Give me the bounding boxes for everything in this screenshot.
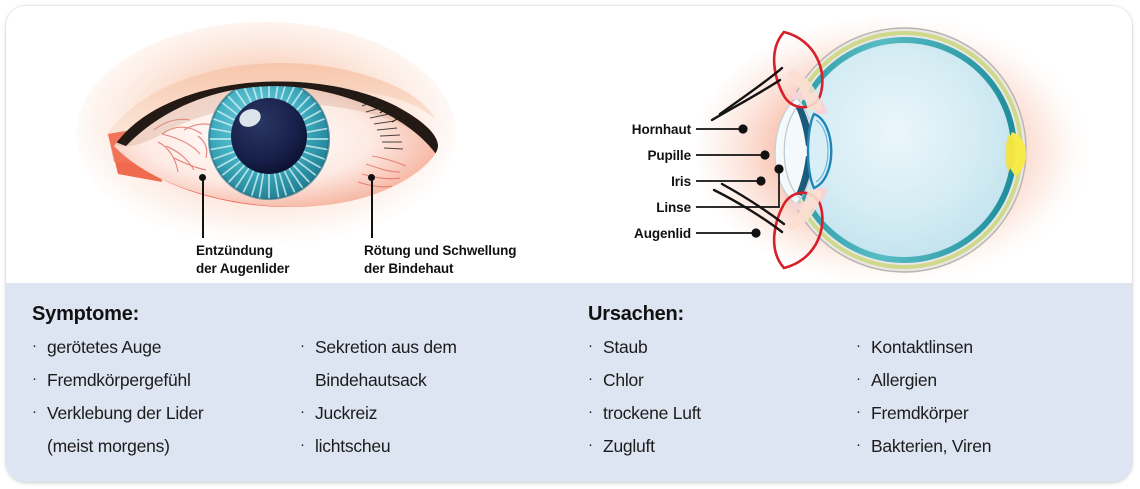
bullet: · [588,435,593,453]
callout-entzuendung-line1: Entzündung [196,243,273,258]
info-panel [6,283,1132,482]
list-item: · Fremdkörper [856,397,1124,430]
corneal-highlight [239,109,261,127]
list-item-label: Zugluft [603,435,655,456]
ursachen-group: Ursachen: · Staub · Chlor · trockene Luf… [588,303,1128,463]
cornea-inner-curve [783,103,801,199]
bullet: · [32,369,37,387]
list-item: · Chlor [588,364,856,397]
bullet: · [300,402,305,420]
list-item-continuation: · (meist morgens) [32,430,300,463]
symptome-column-1: · gerötetes Auge · Fremdkörpergefühl · V… [32,331,300,463]
symptome-group: Symptome: · gerötetes Auge · Fremdkörper… [32,303,572,463]
bullet: · [856,369,861,387]
list-item: · Juckreiz [300,397,568,430]
label-augenlid: Augenlid [634,225,691,241]
callout-entzuendung-line2: der Augenlider [196,261,290,277]
bullet: · [300,435,305,453]
ursachen-column-2: · Kontaktlinsen · Allergien · Fremdkörpe… [856,331,1124,463]
vitreous [797,43,1011,257]
card-frame: Entzündung der Augenlider Rötung und Sch… [6,6,1132,482]
cross-section-illustration [696,10,1116,290]
upper-eyelashes [710,66,784,122]
list-item-label: Kontaktlinsen [871,337,973,357]
symptome-column-2: · Sekretion aus dem · Bindehautsack · Ju… [300,331,568,463]
list-item: · gerötetes Auge [32,331,300,364]
leader-dot-entzuendung [199,174,206,181]
label-hornhaut: Hornhaut [631,121,691,137]
upper-lid-fold [106,62,436,141]
right-lash-cluster [361,99,404,150]
lower-eyelid-loop [772,191,824,270]
label-pupille: Pupille [647,147,691,163]
list-item: · Allergien [856,364,1124,397]
list-item-label: Allergien [871,369,937,390]
callout-roetung: Rötung und Schwellung der Bindehaut [364,242,516,278]
upper-eyelid-loop [772,30,824,109]
illustrations-area: Entzündung der Augenlider Rötung und Sch… [6,6,1132,285]
upper-lid-skin [786,70,822,110]
bullet: · [856,402,861,420]
conjunctival-vessels-right [357,155,407,188]
list-item: · Fremdkörpergefühl [32,364,300,397]
callout-roetung-line2: der Bindehaut [364,261,454,277]
list-item-label: Bindehautsack [315,369,427,390]
list-item: · Bakterien, Viren [856,430,1124,463]
ursachen-title: Ursachen: [588,303,685,325]
pupil [231,98,307,174]
leader-line-roetung [371,180,373,238]
bullet: · [32,337,37,354]
bullet: · [300,337,305,354]
leader-line-entzuendung [202,180,204,238]
list-item-label: lichtscheu [315,435,391,456]
limbus-ring [207,81,331,201]
symptome-title: Symptome: [32,303,140,325]
list-item-label: Fremdkörpergefühl [47,369,191,390]
list-item: · Kontaktlinsen [856,331,1124,364]
list-item-label: Staub [603,337,648,357]
list-item-label: trockene Luft [603,402,701,423]
label-iris: Iris [671,173,691,189]
ursachen-column-1: · Staub · Chlor · trockene Luft · Zugluf… [588,331,856,463]
upper-lash-line [114,81,438,154]
bullet: · [588,337,593,354]
list-item: · lichtscheu [300,430,568,463]
bullet: · [856,435,861,453]
list-item: · Zugluft [588,430,856,463]
list-item-continuation: · Bindehautsack [300,364,568,397]
list-item-label: (meist morgens) [47,435,170,456]
list-item-label: Chlor [603,369,644,390]
list-item-label: gerötetes Auge [47,337,162,357]
conjunctival-vessels [153,118,215,173]
list-item-label: Bakterien, Viren [871,435,992,456]
bullet: · [588,369,593,387]
callout-entzuendung: Entzündung der Augenlider [196,242,289,278]
cross-section-label-list: Hornhaut Pupille Iris Linse Augenlid [566,116,691,246]
list-item-label: Fremdkörper [871,402,969,423]
label-linse: Linse [656,199,691,215]
bullet: · [32,402,37,420]
bullet: · [856,337,861,354]
list-item-label: Sekretion aus dem [315,337,457,357]
list-item: · Staub [588,331,856,364]
list-item-label: Verklebung der Lider [47,402,204,423]
front-eye-illustration [66,14,466,264]
list-item-label: Juckreiz [315,402,378,423]
list-item: · trockene Luft [588,397,856,430]
leader-dot-roetung [368,174,375,181]
bullet: · [588,402,593,420]
list-item: · Verklebung der Lider [32,397,300,430]
lower-lid-skin [786,190,822,230]
list-item: · Sekretion aus dem [300,331,568,364]
callout-roetung-line1: Rötung und Schwellung [364,243,517,258]
